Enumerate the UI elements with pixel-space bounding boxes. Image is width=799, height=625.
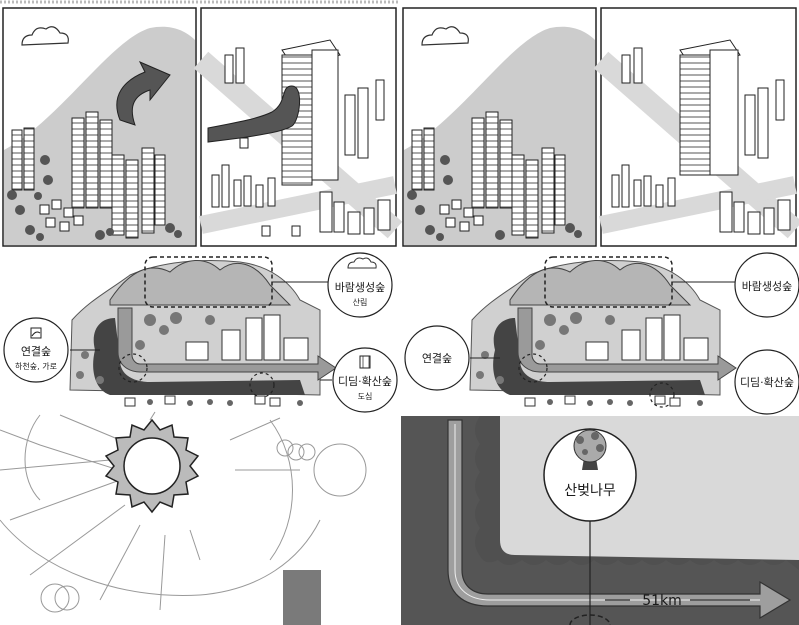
connect-forest-label: 연결숲: [21, 345, 51, 358]
connect-forest-highlight: [118, 353, 148, 383]
sun-sketch: [0, 411, 367, 613]
tall-tower: [679, 39, 741, 176]
forest-band: [93, 318, 305, 395]
road-horizontal: [199, 176, 397, 234]
wind-forest-bubble: [734, 252, 799, 318]
apartment-cluster: [11, 111, 166, 239]
forest-corridor-detail: 산벚나무 51km: [401, 416, 799, 625]
wind-forest-bubble: [327, 252, 393, 318]
cloud-icon: [347, 257, 377, 269]
location-marker: [569, 614, 611, 625]
tree-label: 산벚나무: [564, 483, 616, 499]
stepping-forest-sub: 도심: [358, 391, 373, 401]
tree-dots: [76, 312, 215, 384]
tree-icon: [573, 429, 607, 470]
apartment-cluster: [185, 314, 309, 361]
building-icon: [359, 355, 371, 369]
wind-forest-label: 바람생성숲: [335, 281, 386, 294]
panel-mountain-right: [402, 7, 597, 247]
flow-arrow: [517, 307, 737, 381]
house-cluster: [39, 199, 84, 232]
flow-arrow: [117, 307, 337, 381]
city-buildings: [211, 47, 391, 237]
panel-city-right: [593, 7, 799, 247]
tree-cluster: [7, 155, 182, 241]
connect-forest-bubble: [404, 325, 470, 391]
stepping-forest-bubble: [734, 349, 799, 415]
forest-band: [493, 318, 705, 395]
tree-dots: [476, 312, 615, 384]
river-icon: [30, 327, 42, 339]
tree-cluster: [407, 155, 582, 241]
stepping-forest-label: 디딤·확산숲: [740, 376, 794, 389]
apartment-cluster: [411, 111, 566, 239]
gray-block: [283, 570, 321, 625]
apartment-cluster: [585, 314, 709, 361]
connect-forest-highlight: [518, 353, 548, 383]
stepping-forest-label: 디딤·확산숲: [338, 375, 392, 388]
forest-diagram-b: 바람생성숲 연결숲 디딤·확산숲: [404, 252, 799, 415]
forest-diagram-a: 바람생성숲 산림 연결숲 하천숲, 가로 디딤·확산숲 도심: [3, 252, 398, 413]
connect-forest-label: 연결숲: [422, 352, 452, 365]
distance-label: 51km: [642, 593, 682, 609]
flow-arrow: [447, 419, 792, 620]
connect-forest-sub: 하천숲, 가로: [15, 361, 57, 371]
sun-core: [123, 437, 181, 495]
wind-ribbon-arrow: [207, 85, 300, 143]
house-cluster: [439, 199, 484, 232]
stepping-forest-highlight: [649, 382, 675, 408]
stepping-forest-bubble: [332, 347, 398, 413]
city-buildings: [611, 47, 791, 235]
wind-forest-label: 바람생성숲: [742, 280, 793, 293]
cloud-icon: [21, 26, 69, 46]
wind-forest-sub: 산림: [353, 297, 368, 307]
cloud-icon: [421, 26, 469, 46]
tree-bubble: [543, 428, 637, 522]
wind-arrow-curved: [116, 60, 171, 126]
panel-mountain-wind-left: [2, 7, 197, 247]
panel-city-wind-left: [193, 7, 403, 247]
connect-forest-bubble: [3, 317, 69, 383]
